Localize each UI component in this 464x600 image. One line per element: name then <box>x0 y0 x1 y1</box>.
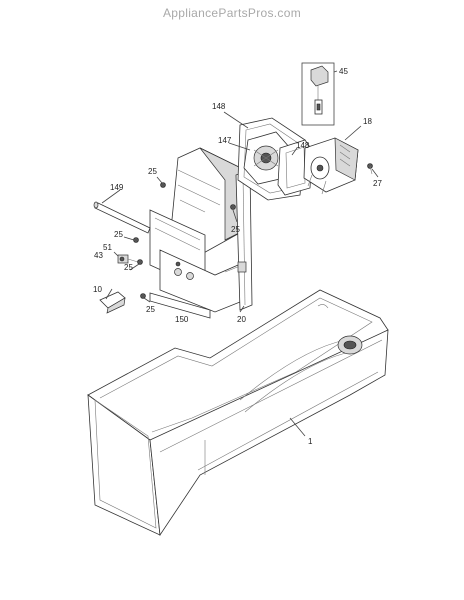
part-18-motor <box>303 137 359 195</box>
label-147: 147 <box>218 136 232 145</box>
ice-bin <box>87 289 389 537</box>
part-labels: 45 148 147 148 18 25 149 25 25 51 43 25 … <box>93 67 382 446</box>
label-18: 18 <box>363 117 372 126</box>
label-20: 20 <box>237 315 246 324</box>
screws <box>133 163 373 299</box>
label-43: 43 <box>94 251 103 260</box>
label-45: 45 <box>339 67 348 76</box>
label-25-top: 25 <box>148 167 157 176</box>
label-25-bottom: 25 <box>146 305 155 314</box>
label-25-left: 25 <box>114 230 123 239</box>
label-10: 10 <box>93 285 102 294</box>
ice-maker-assembly <box>149 147 253 313</box>
label-25-right: 25 <box>231 225 240 234</box>
leader-lines <box>101 70 379 437</box>
part-150 <box>149 292 211 319</box>
label-27: 27 <box>373 179 382 188</box>
label-25-mid: 25 <box>124 263 133 272</box>
label-150: 150 <box>175 315 189 324</box>
part-148-frame <box>277 139 313 196</box>
label-148-right: 148 <box>296 141 310 150</box>
watermark: AppliancePartsPros.com <box>163 6 301 20</box>
part-45-inset <box>301 62 335 126</box>
part-43-51 <box>117 254 139 264</box>
label-148-top: 148 <box>212 102 226 111</box>
part-10-clip <box>99 291 126 314</box>
label-149: 149 <box>110 183 124 192</box>
part-149-rod <box>93 201 151 234</box>
label-1: 1 <box>308 437 313 446</box>
label-51: 51 <box>103 243 112 252</box>
